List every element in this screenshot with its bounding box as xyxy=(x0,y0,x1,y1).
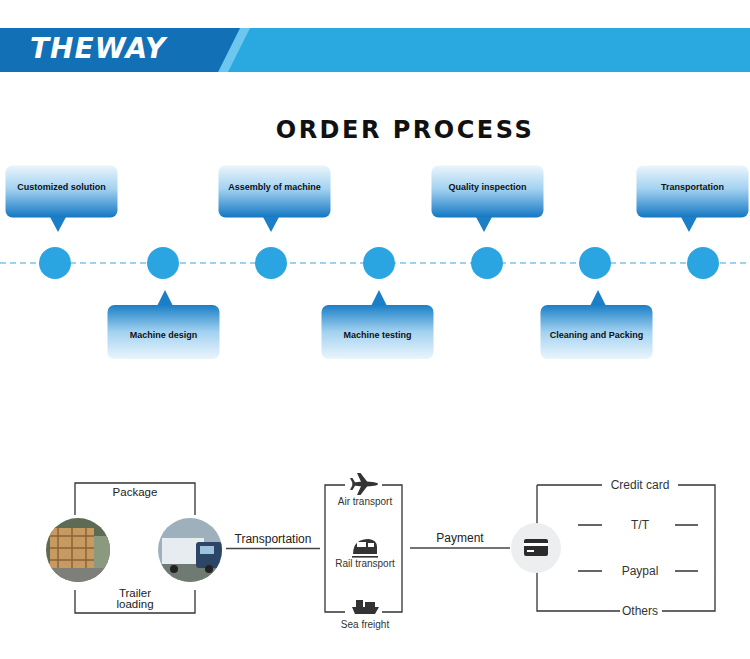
diagram-title: ORDER PROCESS xyxy=(155,115,655,145)
polygon-part xyxy=(371,290,387,306)
polygon-part xyxy=(357,473,369,495)
node-text: T/T xyxy=(595,518,685,532)
circle-part xyxy=(255,247,287,279)
node-text: Quality inspection xyxy=(433,182,542,193)
circle-part xyxy=(147,247,179,279)
rect-part xyxy=(108,305,220,359)
path-part xyxy=(353,539,377,554)
flow-connector xyxy=(226,548,320,549)
process-callout: Customized solution xyxy=(5,165,118,235)
rect-part xyxy=(365,602,375,607)
rect-part xyxy=(637,166,749,218)
callout-shape xyxy=(107,288,220,360)
process-callout: Cleaning and Packing xyxy=(540,288,653,360)
circle-part xyxy=(205,565,213,573)
logo-text: THEWAY xyxy=(30,31,166,67)
callout-shape xyxy=(431,165,544,235)
rect-part xyxy=(541,305,653,359)
node-text: Machine design xyxy=(109,330,218,341)
rect-part xyxy=(44,568,114,586)
node-text: Rail transport xyxy=(320,558,410,570)
circle-part xyxy=(471,247,503,279)
circle-part xyxy=(363,247,395,279)
rect-part xyxy=(432,166,544,218)
circle-part xyxy=(579,247,611,279)
rect-part xyxy=(357,542,366,547)
node-text: Transportation xyxy=(638,182,747,193)
node-text: Trailer loading xyxy=(100,588,170,610)
transport-group: Air transportRail transportSea freight xyxy=(320,465,410,631)
polygon-part xyxy=(352,607,379,614)
package-group: PackageTrailer loading xyxy=(44,476,226,621)
polygon-part xyxy=(263,217,279,232)
rect-part xyxy=(352,556,378,558)
callout-shape xyxy=(218,165,331,235)
rect-part xyxy=(356,600,363,607)
rect-part xyxy=(322,305,434,359)
polygon-part xyxy=(157,290,173,306)
process-callout: Machine testing xyxy=(321,288,434,360)
rect-part xyxy=(50,528,94,568)
connector-label: Payment xyxy=(400,531,520,545)
process-callout: Quality inspection xyxy=(431,165,544,235)
polygon-part xyxy=(681,217,697,232)
rect-part xyxy=(368,543,374,547)
node-text: Package xyxy=(75,486,195,499)
process-callout: Machine design xyxy=(107,288,220,360)
process-callout: Assembly of machine xyxy=(218,165,331,235)
payment-bracket xyxy=(510,470,725,626)
path-part xyxy=(537,485,715,611)
timeline-dots xyxy=(39,247,719,279)
rect-part xyxy=(44,516,114,586)
circle-part xyxy=(170,565,178,573)
rect-part xyxy=(196,542,222,568)
circle-part xyxy=(39,247,71,279)
node-text: Machine testing xyxy=(323,330,432,341)
rect-part xyxy=(219,166,331,218)
node-text: Others xyxy=(595,604,685,618)
circle-part xyxy=(687,247,719,279)
header-band xyxy=(200,28,750,72)
callout-shape xyxy=(5,165,118,235)
rect-part xyxy=(524,543,548,546)
polygon-part xyxy=(350,478,356,490)
g-part xyxy=(44,516,114,586)
connector-label: Transportation xyxy=(213,532,333,546)
header-logo-band xyxy=(0,28,240,72)
callout-shape xyxy=(540,288,653,360)
polygon-part xyxy=(476,217,492,232)
node-text: Cleaning and Packing xyxy=(542,330,651,341)
node-text: Customized solution xyxy=(7,182,116,193)
g-part xyxy=(154,516,226,586)
path-part xyxy=(50,528,94,568)
node-text: Sea freight xyxy=(320,619,410,631)
node-text: Air transport xyxy=(320,496,410,508)
node-text: Assembly of machine xyxy=(220,182,329,193)
flow-connector xyxy=(410,547,510,548)
rect-part xyxy=(94,536,114,568)
process-callout: Transportation xyxy=(636,165,749,235)
callout-shape xyxy=(636,165,749,235)
payment-group: Credit cardT/T PaypalOthers xyxy=(510,470,725,626)
circle-part xyxy=(511,523,561,573)
transport-bracket xyxy=(320,465,410,631)
rect-part xyxy=(524,539,548,556)
rect-part xyxy=(6,166,118,218)
callout-shape xyxy=(321,288,434,360)
polygon-part xyxy=(590,290,606,306)
rect-part xyxy=(527,550,534,552)
node-text: Paypal xyxy=(595,564,685,578)
node-text: Credit card xyxy=(595,478,685,492)
rect-part xyxy=(200,546,214,554)
g-part xyxy=(350,473,379,614)
polygon-part xyxy=(50,217,66,232)
rect-part xyxy=(154,516,226,586)
